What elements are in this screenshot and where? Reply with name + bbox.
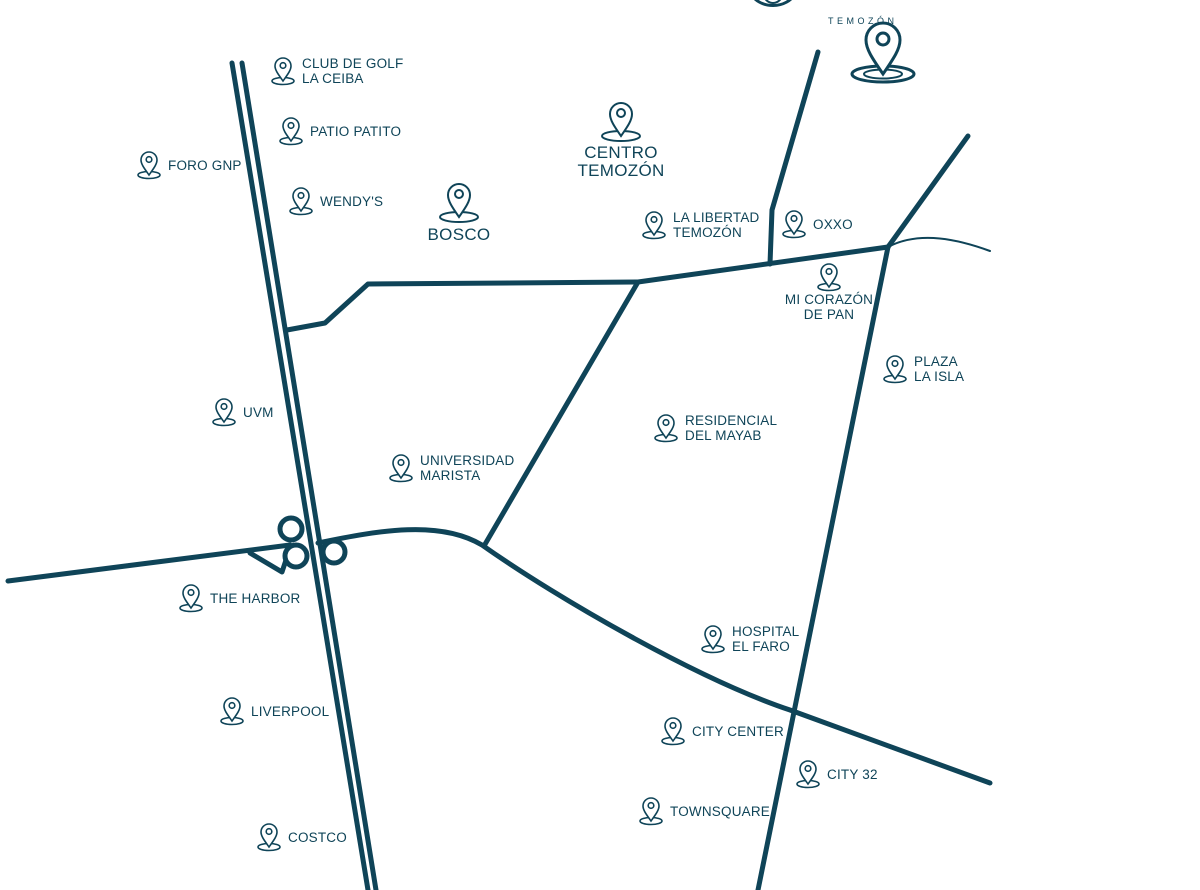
- poi-la-libertad-temozon[interactable]: LA LIBERTAD TEMOZÓN: [641, 210, 760, 240]
- location-pin-icon: [701, 625, 725, 654]
- poi-oxxo[interactable]: OXXO: [781, 209, 853, 239]
- poi-townsquare[interactable]: TOWNSQUARE: [638, 796, 770, 826]
- location-pin-icon: [220, 697, 244, 726]
- poi-plaza-la-isla[interactable]: PLAZA LA ISLA: [882, 354, 964, 384]
- location-pin-icon: [883, 355, 907, 384]
- location-pin-icon: [271, 57, 295, 86]
- poi-mi-corazon-de-pan[interactable]: MI CORAZÓN DE PAN: [784, 262, 874, 322]
- location-pin-icon: [796, 760, 820, 789]
- interchange-circles: [277, 515, 348, 570]
- poi-costco[interactable]: COSTCO: [256, 822, 347, 852]
- road-northeast-branch: [885, 133, 971, 250]
- poi-label: HOSPITAL EL FARO: [732, 624, 800, 654]
- poi-label: CITY CENTER: [692, 723, 784, 739]
- poi-city-32[interactable]: CITY 32: [795, 759, 878, 789]
- poi-club-de-golf-la-ceiba[interactable]: CLUB DE GOLF LA CEIBA: [270, 56, 403, 86]
- project-marker[interactable]: [848, 18, 918, 91]
- poi-label: CITY 32: [827, 766, 878, 782]
- poi-label: FORO GNP: [168, 157, 242, 173]
- highway-west-lane: [229, 60, 371, 890]
- place-centro-temozon[interactable]: CENTRO TEMOZÓN: [571, 100, 671, 180]
- location-pin-large-icon: [850, 21, 916, 84]
- location-pin-icon: [389, 454, 413, 483]
- road-south: [755, 244, 891, 890]
- place-label: BOSCO: [427, 225, 491, 244]
- poi-uvm[interactable]: UVM: [211, 397, 274, 427]
- poi-liverpool[interactable]: LIVERPOOL: [219, 696, 329, 726]
- place-bosco[interactable]: BOSCO: [416, 180, 502, 244]
- location-pin-icon: [257, 823, 281, 852]
- poi-label: COSTCO: [288, 829, 347, 845]
- highway-east-lane: [239, 60, 379, 890]
- road-southeast: [315, 527, 993, 786]
- road-north-branch: [767, 49, 821, 267]
- poi-residencial-del-mayab[interactable]: RESIDENCIAL DEL MAYAB: [653, 413, 777, 443]
- location-pin-icon: [782, 210, 806, 239]
- brand-logo-icon: [754, 0, 792, 7]
- poi-label: UVM: [243, 404, 274, 420]
- location-pin-large-icon: [601, 102, 641, 142]
- road-diagonal: [481, 279, 641, 549]
- brand-header: TEMOZÓN: [748, 0, 898, 26]
- poi-hospital-el-faro[interactable]: HOSPITAL EL FARO: [700, 624, 799, 654]
- location-pin-icon: [817, 263, 841, 292]
- location-pin-icon: [179, 584, 203, 613]
- location-pin-large-icon: [439, 183, 479, 223]
- location-pin-icon: [212, 398, 236, 427]
- poi-label: WENDY'S: [320, 193, 384, 209]
- road-west: [5, 542, 293, 584]
- location-pin-icon: [137, 151, 161, 180]
- location-pin-icon: [661, 717, 685, 746]
- location-pin-icon: [639, 797, 663, 826]
- poi-label: PATIO PATITO: [310, 123, 402, 139]
- poi-label: CLUB DE GOLF LA CEIBA: [302, 56, 404, 86]
- poi-foro-gnp[interactable]: FORO GNP: [136, 150, 242, 180]
- place-label: CENTRO TEMOZÓN: [577, 143, 665, 180]
- poi-label: RESIDENCIAL DEL MAYAB: [685, 413, 778, 443]
- location-pin-icon: [642, 211, 666, 240]
- poi-city-center[interactable]: CITY CENTER: [660, 716, 784, 746]
- poi-the-harbor[interactable]: THE HARBOR: [178, 583, 301, 613]
- poi-label: TOWNSQUARE: [670, 803, 771, 819]
- poi-patio-patito[interactable]: PATIO PATITO: [278, 116, 401, 146]
- brand-text: TEMOZÓN: [828, 16, 898, 26]
- poi-label: LIVERPOOL: [251, 703, 330, 719]
- location-pin-icon: [654, 414, 678, 443]
- poi-label: THE HARBOR: [210, 590, 301, 606]
- poi-label: OXXO: [813, 216, 853, 232]
- location-pin-icon: [279, 117, 303, 146]
- poi-label: MI CORAZÓN DE PAN: [784, 292, 874, 322]
- road-north: [284, 244, 891, 333]
- poi-universidad-marista[interactable]: UNIVERSIDAD MARISTA: [388, 453, 514, 483]
- poi-label: PLAZA LA ISLA: [914, 354, 965, 384]
- poi-label: LA LIBERTAD TEMOZÓN: [673, 210, 760, 240]
- road-thin-east: [887, 236, 991, 252]
- poi-wendys[interactable]: WENDY'S: [288, 186, 383, 216]
- poi-label: UNIVERSIDAD MARISTA: [420, 453, 515, 483]
- location-pin-icon: [289, 187, 313, 216]
